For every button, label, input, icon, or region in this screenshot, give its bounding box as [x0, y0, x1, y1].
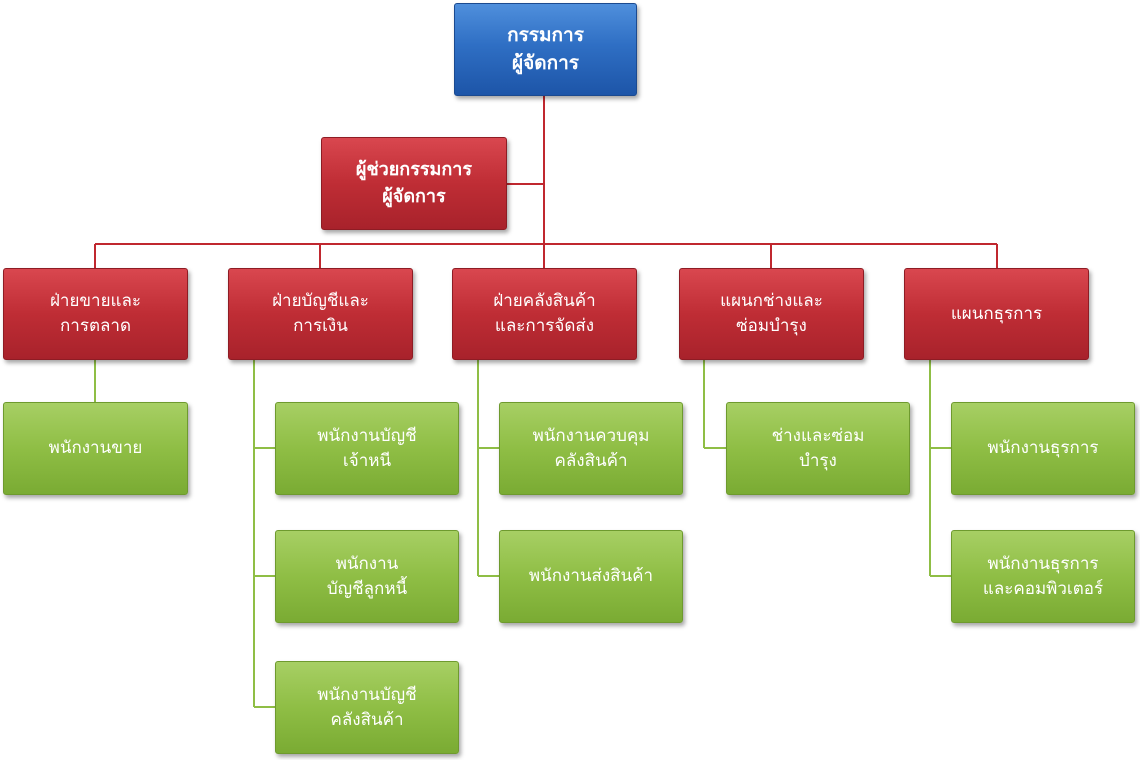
node-staff-admin-computer: พนักงานธุรการ และคอมพิวเตอร์: [951, 530, 1135, 623]
node-label: ฝ่ายคลังสินค้า และการจัดส่ง: [493, 291, 596, 336]
node-staff-accounts-payable: พนักงานบัญชี เจ้าหนี: [275, 402, 459, 495]
node-label: พนักงานธุรการ และคอมพิวเตอร์: [982, 553, 1104, 599]
node-label: พนักงานบัญชี คลังสินค้า: [317, 684, 417, 730]
node-assistant-managing-director: ผู้ช่วยกรรมการ ผู้จัดการ: [321, 137, 507, 230]
node-label: แผนกช่างและ ซ่อมบำรุง: [720, 291, 823, 336]
node-label: ฝ่ายบัญชีและ การเงิน: [272, 291, 369, 336]
node-staff-technician: ช่างและซ่อม บำรุง: [726, 402, 910, 495]
node-staff-sales: พนักงานขาย: [3, 402, 188, 495]
node-managing-director: กรรมการ ผู้จัดการ: [454, 3, 637, 96]
node-label: ช่างและซ่อม บำรุง: [771, 425, 865, 471]
node-label: พนักงานควบคุม คลังสินค้า: [532, 425, 650, 471]
node-label: พนักงานส่งสินค้า: [528, 566, 654, 587]
node-dept-technician-maintenance: แผนกช่างและ ซ่อมบำรุง: [679, 268, 864, 360]
node-label: พนักงานธุรการ: [987, 438, 1099, 459]
node-dept-warehouse-delivery: ฝ่ายคลังสินค้า และการจัดส่ง: [452, 268, 637, 360]
node-label: พนักงานขาย: [48, 438, 143, 459]
node-staff-delivery: พนักงานส่งสินค้า: [499, 530, 683, 623]
node-label: แผนกธุรการ: [950, 303, 1043, 324]
node-label: พนักงานบัญชี เจ้าหนี: [317, 425, 417, 471]
node-label: ฝ่ายขายและ การตลาด: [49, 291, 142, 336]
node-staff-accounts-receivable: พนักงาน บัญชีลูกหนี้: [275, 530, 459, 623]
node-label: ผู้ช่วยกรรมการ ผู้จัดการ: [355, 159, 473, 207]
node-staff-warehouse-control: พนักงานควบคุม คลังสินค้า: [499, 402, 683, 495]
node-dept-sales-marketing: ฝ่ายขายและ การตลาด: [3, 268, 188, 360]
node-label: พนักงาน บัญชีลูกหนี้: [326, 553, 408, 599]
node-dept-administration: แผนกธุรการ: [904, 268, 1089, 360]
node-label: กรรมการ ผู้จัดการ: [507, 23, 584, 74]
node-staff-admin: พนักงานธุรการ: [951, 402, 1135, 495]
node-dept-accounting-finance: ฝ่ายบัญชีและ การเงิน: [228, 268, 413, 360]
node-staff-inventory-accounting: พนักงานบัญชี คลังสินค้า: [275, 661, 459, 754]
